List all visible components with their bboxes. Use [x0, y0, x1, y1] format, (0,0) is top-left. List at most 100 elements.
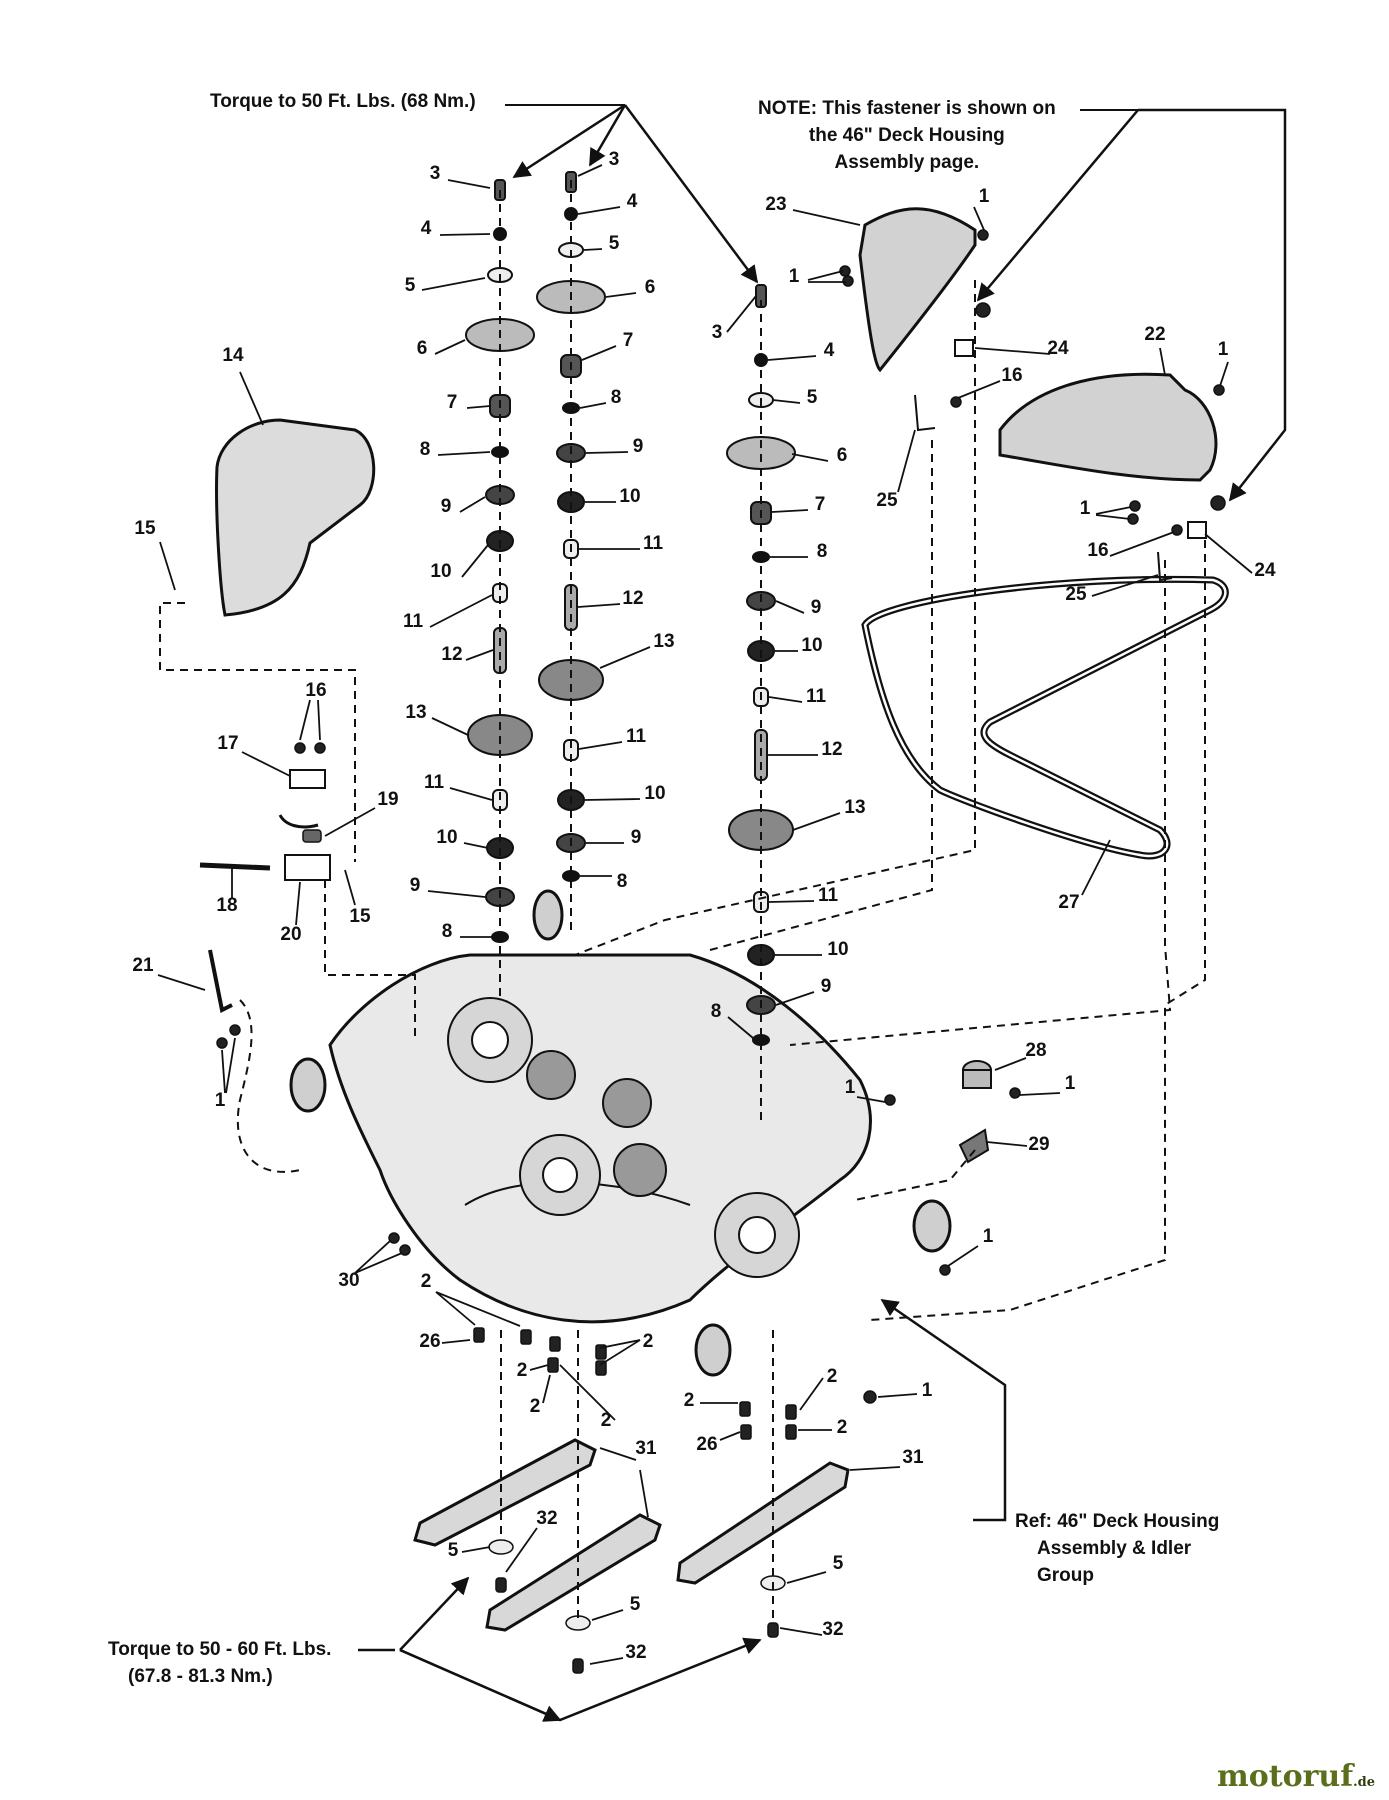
callout-numbers: 3456789101112131110983456789101112131110…	[132, 149, 1276, 1663]
callout-8: 8	[442, 921, 453, 942]
callout-32: 32	[536, 1508, 557, 1529]
callout-5: 5	[833, 1553, 844, 1574]
callout-9: 9	[631, 827, 642, 848]
callout-9: 9	[811, 597, 822, 618]
callout-17: 17	[217, 733, 238, 754]
callout-18: 18	[216, 895, 237, 916]
callout-10: 10	[430, 561, 451, 582]
pulley-covers	[858, 207, 1218, 482]
callout-32: 32	[822, 1619, 843, 1640]
callout-15: 15	[134, 518, 156, 539]
callout-1: 1	[215, 1090, 226, 1111]
callout-26: 26	[696, 1434, 717, 1455]
callout-5: 5	[405, 275, 416, 296]
callout-11: 11	[424, 772, 445, 793]
callout-5: 5	[448, 1540, 459, 1561]
callout-5: 5	[807, 387, 818, 408]
callout-31: 31	[902, 1447, 924, 1468]
watermark: motoruf.de	[1216, 1759, 1375, 1794]
callout-25: 25	[1065, 584, 1087, 605]
callout-4: 4	[627, 191, 638, 212]
callout-2: 2	[643, 1331, 654, 1352]
callout-10: 10	[436, 827, 457, 848]
callout-2: 2	[684, 1390, 695, 1411]
callout-31: 31	[635, 1438, 657, 1459]
callout-9: 9	[633, 436, 644, 457]
callout-7: 7	[815, 494, 826, 515]
callout-5: 5	[630, 1594, 641, 1615]
callout-1: 1	[922, 1380, 933, 1401]
torque-note-bottom: Torque to 50 - 60 Ft. Lbs. (67.8 - 81.3 …	[108, 1639, 332, 1687]
deck-wheels	[289, 889, 952, 1377]
callout-2: 2	[517, 1360, 528, 1381]
callout-13: 13	[844, 797, 865, 818]
callout-26: 26	[419, 1331, 440, 1352]
callout-16: 16	[1087, 540, 1108, 561]
callout-25: 25	[876, 490, 898, 511]
callout-ticks	[157, 164, 1253, 1665]
callout-2: 2	[601, 1410, 612, 1431]
callout-14: 14	[222, 345, 244, 366]
callout-11: 11	[818, 885, 839, 906]
callout-15: 15	[349, 906, 371, 927]
torque-note-top: Torque to 50 Ft. Lbs. (68 Nm.)	[210, 91, 476, 112]
callout-12: 12	[821, 739, 842, 760]
callout-7: 7	[447, 392, 458, 413]
blades	[413, 1438, 850, 1632]
callout-9: 9	[441, 496, 452, 517]
callout-2: 2	[421, 1271, 432, 1292]
callout-13: 13	[405, 702, 426, 723]
callout-10: 10	[827, 939, 848, 960]
callout-3: 3	[609, 149, 620, 170]
callout-23: 23	[765, 194, 786, 215]
callout-22: 22	[1144, 324, 1165, 345]
callout-9: 9	[821, 976, 832, 997]
callout-2: 2	[837, 1417, 848, 1438]
callout-1: 1	[1065, 1073, 1076, 1094]
callout-7: 7	[623, 330, 634, 351]
callout-4: 4	[824, 340, 835, 361]
callout-8: 8	[817, 541, 828, 562]
callout-6: 6	[837, 445, 848, 466]
callout-11: 11	[806, 686, 827, 707]
callout-12: 12	[441, 644, 462, 665]
reference-lines	[159, 180, 1206, 1620]
callout-19: 19	[377, 789, 398, 810]
callout-21: 21	[132, 955, 154, 976]
callout-13: 13	[653, 631, 674, 652]
callout-30: 30	[338, 1270, 359, 1291]
callout-1: 1	[789, 266, 800, 287]
callout-12: 12	[622, 588, 643, 609]
callout-24: 24	[1047, 338, 1069, 359]
hardware	[199, 229, 1226, 1674]
deck-reference-note: Ref: 46" Deck Housing Assembly & Idler G…	[1015, 1511, 1220, 1586]
callout-3: 3	[712, 322, 723, 343]
callout-5: 5	[609, 233, 620, 254]
callout-16: 16	[305, 680, 326, 701]
callout-16: 16	[1001, 365, 1022, 386]
callout-29: 29	[1028, 1134, 1049, 1155]
callout-9: 9	[410, 875, 421, 896]
callout-2: 2	[530, 1396, 541, 1417]
callout-11: 11	[626, 726, 647, 747]
callout-10: 10	[644, 783, 665, 804]
callout-1: 1	[1080, 498, 1091, 519]
belt	[861, 575, 1229, 860]
callout-28: 28	[1025, 1040, 1046, 1061]
discharge-chute	[215, 418, 376, 617]
callout-11: 11	[403, 611, 424, 632]
callout-3: 3	[430, 163, 441, 184]
callout-6: 6	[645, 277, 656, 298]
callout-1: 1	[845, 1077, 856, 1098]
callout-27: 27	[1058, 892, 1079, 913]
callout-11: 11	[643, 533, 664, 554]
callout-8: 8	[711, 1001, 722, 1022]
callout-8: 8	[611, 387, 622, 408]
callout-32: 32	[625, 1642, 646, 1663]
callout-10: 10	[619, 486, 640, 507]
callout-20: 20	[280, 924, 301, 945]
callout-2: 2	[827, 1366, 838, 1387]
callout-10: 10	[801, 635, 822, 656]
callout-8: 8	[617, 871, 628, 892]
